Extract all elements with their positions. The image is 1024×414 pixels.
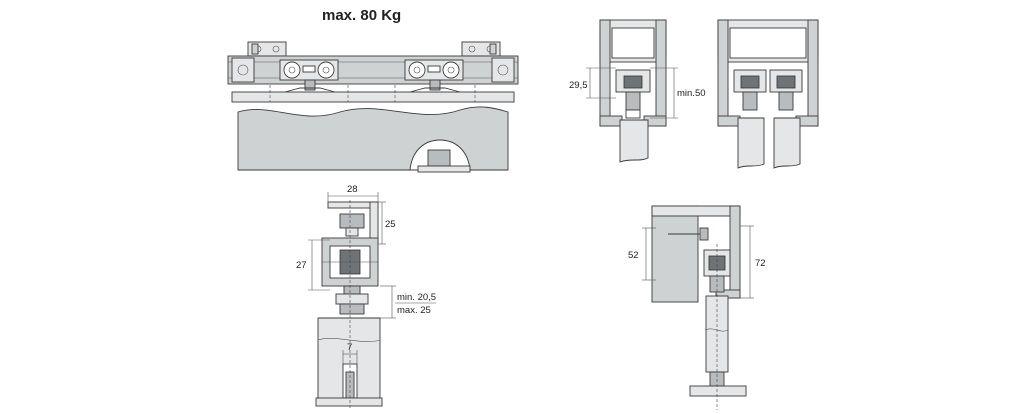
dim-25: 25: [378, 201, 396, 245]
dim-label-72: 72: [755, 258, 766, 269]
dim-label-7: 7: [347, 342, 352, 353]
left-end-stop: [231, 57, 255, 83]
dim-label-min20-5: min. 20,5: [397, 292, 436, 303]
dim-label-52: 52: [628, 250, 639, 261]
roller-detail-view: [315, 200, 383, 410]
load-capacity-title: max. 80 Kg: [322, 7, 401, 24]
dim-29-5: 29,5: [569, 67, 616, 99]
dim-height-adjust: min. 20,5 max. 25: [380, 285, 436, 319]
right-end-stop: [491, 57, 515, 83]
dim-label-29-5: 29,5: [569, 80, 588, 91]
door-top-plate: [231, 91, 515, 103]
left-roller-carriage: [279, 59, 339, 81]
dim-label-28: 28: [347, 184, 358, 195]
left-mounting-bracket: [247, 41, 287, 57]
dim-label-27: 27: [296, 260, 307, 271]
hanger-bolts: [284, 79, 461, 93]
right-roller-carriage: [404, 59, 464, 81]
dim-7: 7: [342, 342, 358, 364]
dim-72: 72: [740, 225, 766, 299]
right-mounting-bracket: [461, 41, 501, 57]
dim-28: 28: [327, 184, 379, 206]
floor-guide: [409, 139, 471, 173]
single-track-section: [599, 19, 667, 163]
front-elevation-view: [227, 41, 519, 173]
double-track-section: [717, 19, 819, 169]
dim-label-max25: max. 25: [397, 305, 431, 316]
track-rail: [227, 55, 519, 85]
dim-label-25: 25: [385, 219, 396, 230]
wall-mount-section: [651, 205, 747, 410]
dim-52: 52: [628, 227, 656, 281]
dim-min50: min.50: [650, 67, 706, 119]
dim-27: 27: [296, 239, 330, 291]
dim-label-min50: min.50: [677, 88, 706, 99]
